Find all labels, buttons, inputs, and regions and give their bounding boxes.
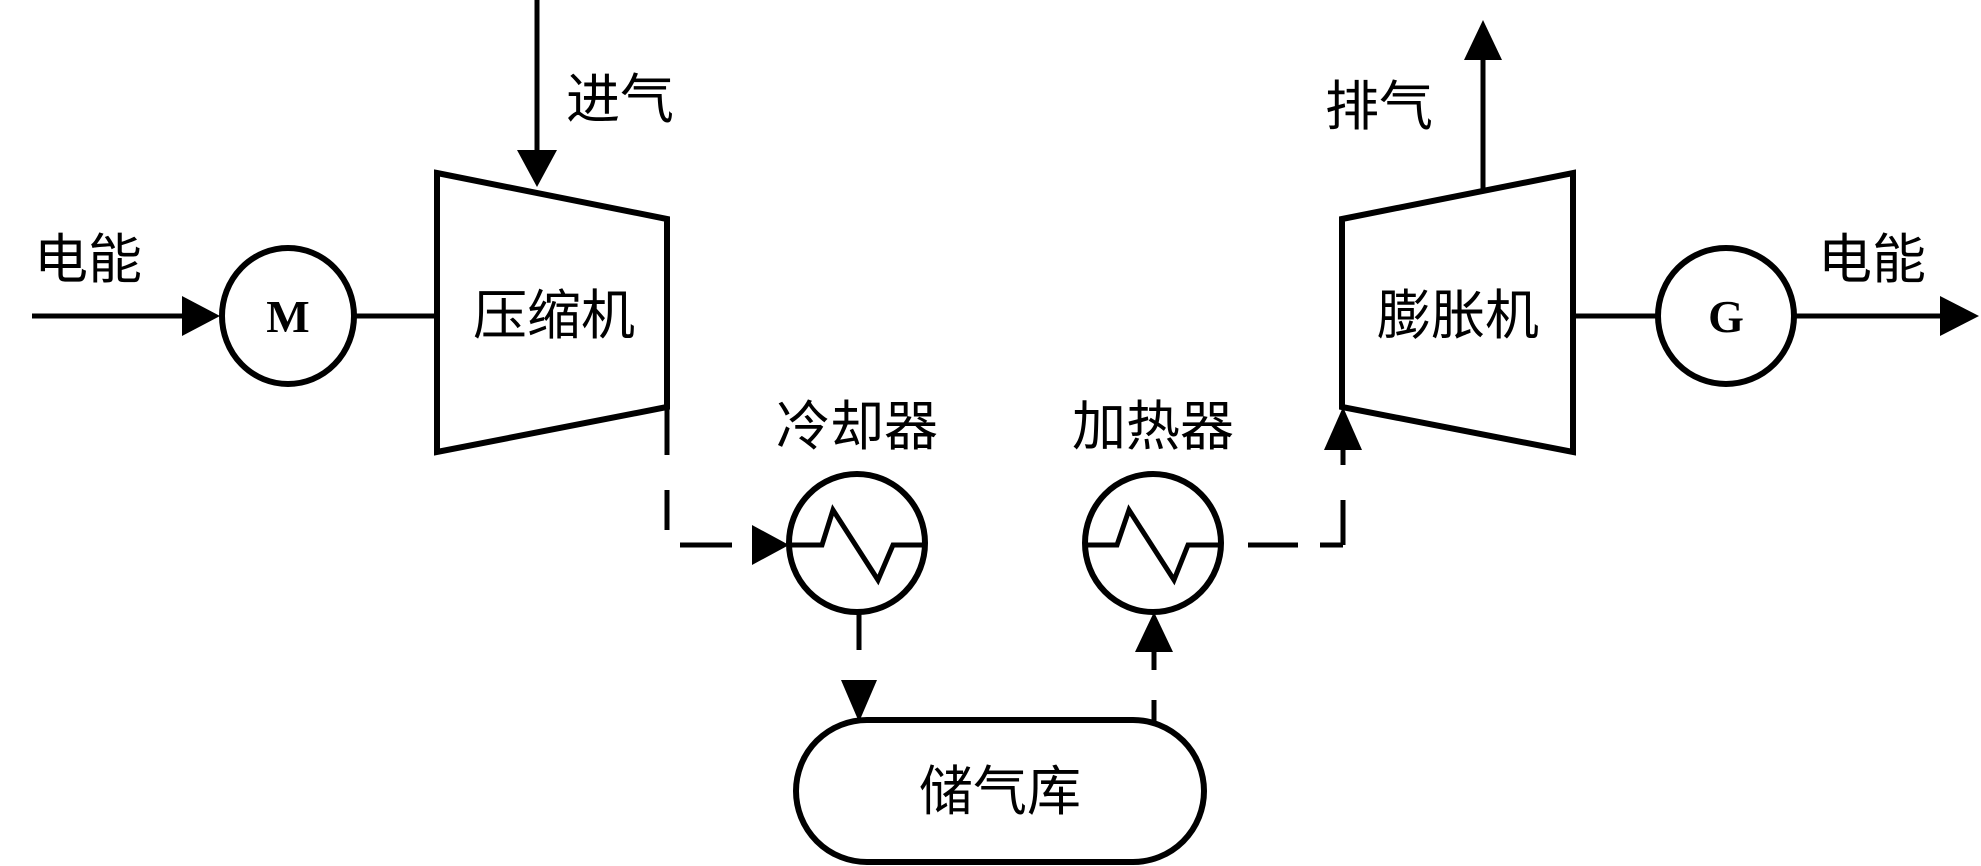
storage-label: 储气库 — [919, 760, 1081, 823]
compressor-to-cooler-line — [664, 490, 789, 565]
power-in-arrow — [32, 296, 220, 336]
intake-arrow — [517, 0, 557, 187]
cooler-to-storage-line — [841, 612, 877, 722]
intake-label: 进气 — [566, 68, 674, 131]
compressor-label: 压缩机 — [473, 284, 635, 347]
power-out-arrow — [1794, 296, 1979, 336]
heater-label: 加热器 — [1072, 395, 1234, 458]
cooler-coil-icon — [791, 504, 924, 586]
storage-to-heater-line — [1135, 612, 1173, 722]
heater-to-expander-line — [1248, 407, 1362, 548]
exhaust-arrow — [1464, 20, 1502, 192]
cooler-label: 冷却器 — [776, 395, 938, 458]
heater-coil-icon — [1087, 504, 1220, 586]
exhaust-label: 排气 — [1325, 75, 1433, 138]
motor-symbol: M — [266, 291, 309, 342]
expander-label: 膨胀机 — [1377, 284, 1539, 347]
generator: G — [1655, 245, 1797, 387]
storage-tank: 储气库 — [793, 717, 1207, 865]
expander: 膨胀机 — [1339, 169, 1576, 456]
cooler: 冷却器 — [776, 395, 938, 615]
heater: 加热器 — [1072, 395, 1234, 615]
power-in-label: 电能 — [34, 228, 142, 291]
compressor: 压缩机 — [434, 169, 670, 456]
motor: M — [219, 245, 357, 387]
generator-symbol: G — [1708, 291, 1744, 342]
power-out-label: 电能 — [1818, 228, 1926, 291]
